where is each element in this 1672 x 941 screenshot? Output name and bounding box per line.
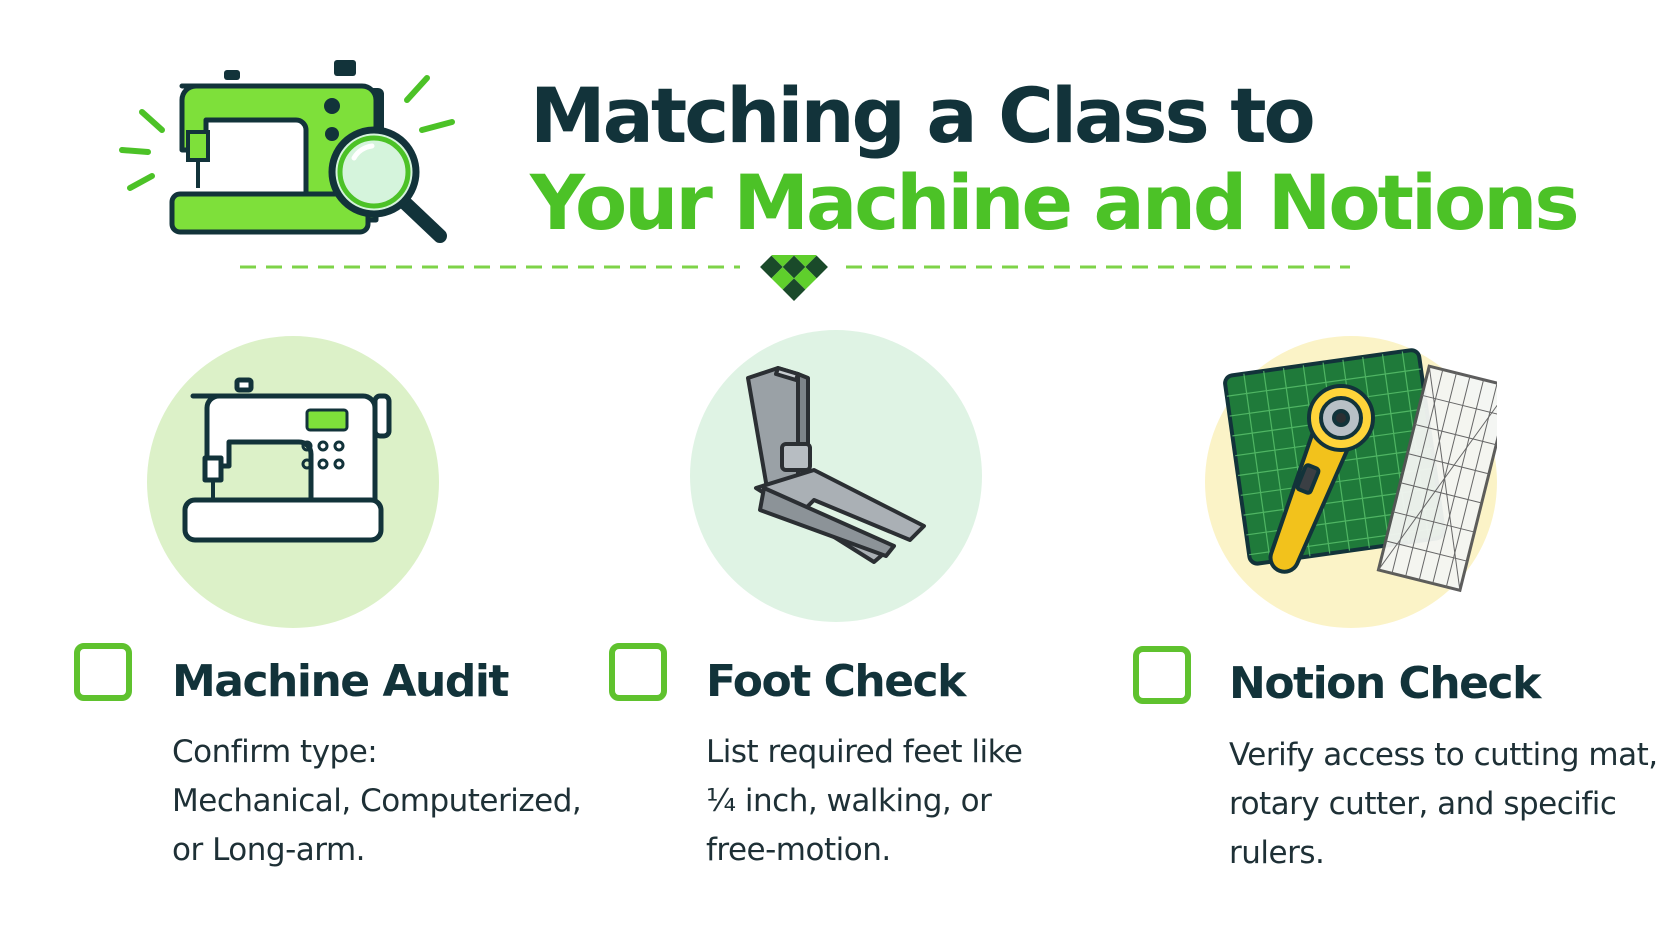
- presser-foot-circle: [690, 330, 982, 622]
- diamond-icon: [760, 255, 828, 301]
- foot-check-title: Foot Check: [706, 656, 966, 707]
- page-title-line-2: Your Machine and Notions: [530, 158, 1580, 247]
- cutting-mat-rotary-cutter-ruler-icon: [1223, 348, 1513, 593]
- foot-check-description: List required feet like ¼ inch, walking,…: [706, 734, 1023, 868]
- notion-check-description: Verify access to cutting mat, rotary cut…: [1229, 737, 1658, 871]
- machine-audit-title: Machine Audit: [172, 656, 509, 707]
- notion-check-title: Notion Check: [1229, 658, 1541, 709]
- notion-check-checkbox[interactable]: [1133, 646, 1191, 704]
- machine-icon-circle: [147, 336, 439, 628]
- section-divider: [240, 255, 1350, 301]
- machine-audit-checkbox[interactable]: [74, 643, 132, 701]
- notions-icon-circle: [1205, 336, 1513, 628]
- machine-audit-description: Confirm type: Mechanical, Computerized, …: [172, 734, 582, 868]
- sewing-machine-magnifier-icon: [119, 60, 455, 243]
- foot-check-checkbox[interactable]: [609, 643, 667, 701]
- presser-foot-icon: [746, 366, 926, 564]
- computerized-sewing-machine-icon: [182, 377, 392, 543]
- page-title-line-1: Matching a Class to: [530, 71, 1316, 160]
